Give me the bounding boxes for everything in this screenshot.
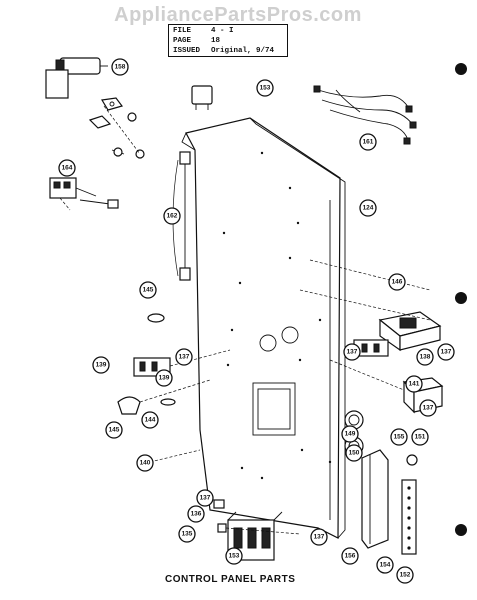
transformer-146: [299, 259, 442, 352]
connector-plug-153-top: [191, 85, 213, 110]
callout-circle: [141, 411, 159, 429]
info-file-key: FILE: [173, 27, 192, 35]
bracket-162: [172, 151, 191, 281]
screw-151: [406, 454, 418, 466]
callout-label: 158: [115, 64, 126, 71]
callout-circle: [136, 454, 154, 472]
callout-circle: [419, 399, 437, 417]
callout-label: 137: [314, 534, 325, 541]
watermark: AppliancePartsPros.com: [114, 4, 362, 26]
clip-136: [213, 499, 225, 509]
callout-circle: [175, 348, 193, 366]
callout-label: 144: [145, 417, 156, 424]
callout-label: 135: [182, 531, 193, 538]
callout-label: 155: [394, 434, 405, 441]
callout-label: 137: [347, 349, 358, 356]
callout-circle: [111, 58, 129, 76]
info-issued-key: ISSUED: [173, 47, 201, 55]
callout-label: 137: [423, 405, 434, 412]
fitting-144: [160, 398, 176, 406]
info-page-key: PAGE: [173, 37, 192, 45]
callout-label: 150: [349, 450, 360, 457]
control-panel-124: [181, 117, 346, 539]
callout-circle: [310, 528, 328, 546]
callout-circle: [390, 428, 408, 446]
contactor-153-bottom: [227, 511, 283, 561]
callout-circle: [256, 79, 274, 97]
callout-circle: [155, 369, 173, 387]
diagram-caption: CONTROL PANEL PARTS: [165, 574, 296, 585]
callout-label: 141: [409, 381, 420, 388]
callout-circle: [388, 273, 406, 291]
callout-circle: [178, 525, 196, 543]
clip-135: [217, 523, 301, 535]
callout-circle: [92, 356, 110, 374]
info-issued-value: Original, 9/74: [211, 47, 275, 55]
callout-circle: [437, 343, 455, 361]
callout-circle: [225, 547, 243, 565]
callout-label: 137: [441, 349, 452, 356]
callout-label: 146: [392, 279, 403, 286]
callout-circle: [359, 133, 377, 151]
capacitor-158: [45, 57, 124, 111]
callout-label: 151: [415, 434, 426, 441]
callout-label: 137: [179, 354, 190, 361]
callout-label: 137: [200, 495, 211, 502]
callout-label: 161: [363, 139, 374, 146]
callout-label: 140: [140, 460, 151, 467]
info-page-value: 18: [211, 37, 221, 45]
info-file-value: 4 - I: [211, 27, 234, 35]
callout-circle: [341, 425, 359, 443]
callout-circle: [416, 348, 434, 366]
callout-label: 139: [96, 362, 107, 369]
callout-label: 138: [420, 354, 431, 361]
info-row-file: FILE 4 - I: [173, 26, 283, 36]
callout-circle: [411, 428, 429, 446]
callout-label: 153: [260, 85, 271, 92]
wire-harness-161: [313, 85, 417, 145]
mounting-bracket-156: [361, 449, 389, 549]
info-box: FILE 4 - I PAGE 18 ISSUED Original, 9/74: [168, 24, 288, 57]
callout-label: 145: [143, 287, 154, 294]
switch-145-top: [147, 313, 165, 323]
callout-circle: [139, 281, 157, 299]
terminal-strip-154: [401, 479, 417, 555]
callout-circle: [58, 159, 76, 177]
callout-circle: [196, 489, 214, 507]
callout-circle: [163, 207, 181, 225]
punch-hole-bottom: [455, 524, 467, 536]
callout-label: 162: [167, 213, 178, 220]
callout-group: 158 153 161 164 162 124 145 146 137 139 138 137 141 1…: [58, 58, 455, 584]
callout-label: 139: [159, 375, 170, 382]
switch-145-bottom: [117, 379, 211, 415]
callout-label: 145: [109, 427, 120, 434]
fastener-group-left: [88, 105, 145, 159]
callout-label: 136: [191, 511, 202, 518]
info-row-page: PAGE 18: [173, 36, 283, 46]
info-row-issued: ISSUED Original, 9/74: [173, 46, 283, 56]
callout-label: 152: [400, 572, 411, 579]
callout-circle: [187, 505, 205, 523]
callout-circle: [105, 421, 123, 439]
callout-label: 149: [345, 431, 356, 438]
callout-circle: [396, 566, 414, 584]
callout-label: 154: [380, 562, 391, 569]
callout-circle: [359, 199, 377, 217]
punch-hole-top: [455, 63, 467, 75]
relay-164: [49, 177, 119, 211]
callout-label: 164: [62, 165, 73, 172]
callout-circle: [341, 547, 359, 565]
callout-circle: [345, 444, 363, 462]
callout-label: 124: [363, 205, 374, 212]
callout-circle: [343, 343, 361, 361]
callout-label: 156: [345, 553, 356, 560]
callout-circle: [405, 375, 423, 393]
callout-label: 153: [229, 553, 240, 560]
callout-circle: [376, 556, 394, 574]
punch-hole-middle: [455, 292, 467, 304]
